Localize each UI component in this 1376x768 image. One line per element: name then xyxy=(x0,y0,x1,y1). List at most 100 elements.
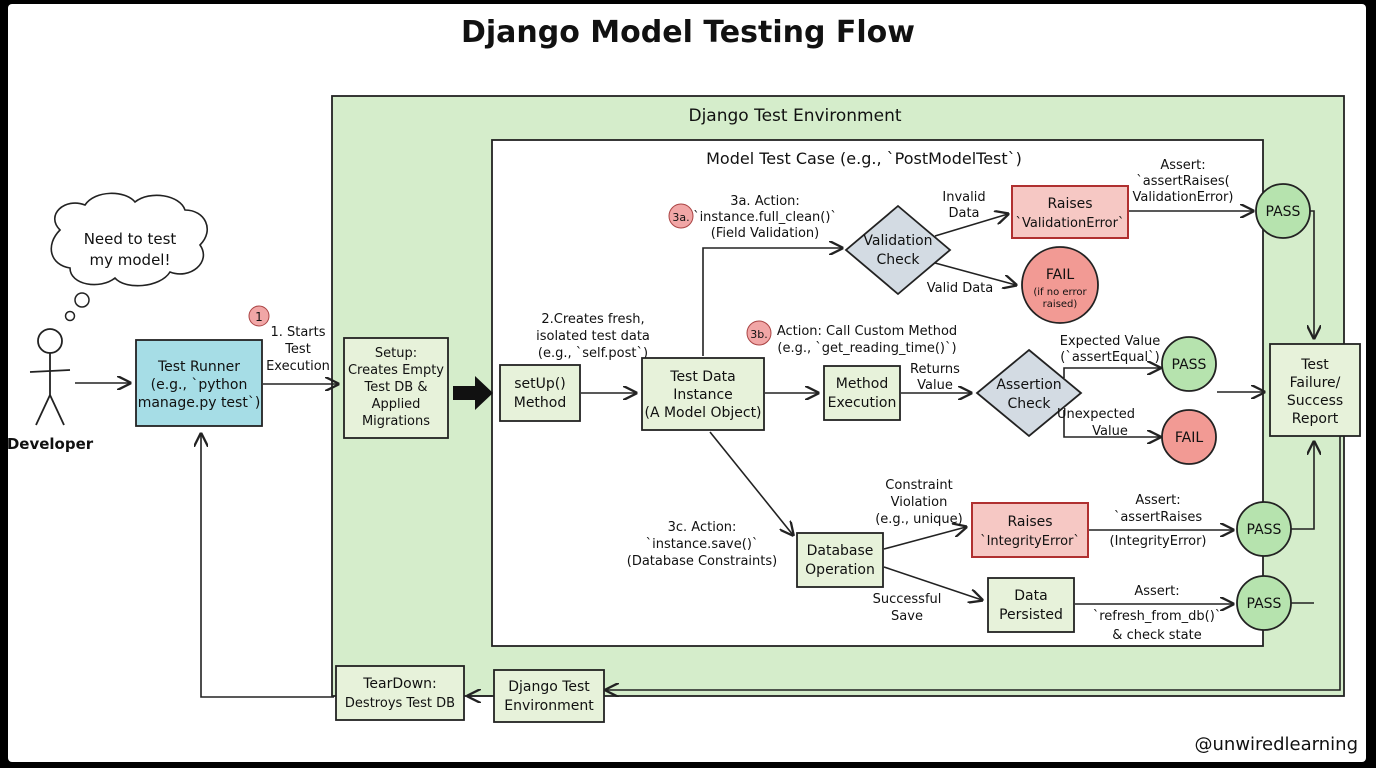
step-3b-badge xyxy=(746,320,772,346)
test-case-label: Model Test Case (e.g., `PostModelTest`) xyxy=(706,149,1022,168)
fail-label-2: FAIL xyxy=(1175,430,1203,446)
data-persisted-line-1: Data xyxy=(1014,588,1047,604)
step-1-badge xyxy=(248,305,270,327)
step-3c-line-3: (Database Constraints) xyxy=(627,554,777,569)
assert-raises-2-line-1: Assert: xyxy=(1135,493,1180,508)
step-3b-line-1: Action: Call Custom Method xyxy=(777,324,957,339)
diagram-title: Django Model Testing Flow xyxy=(461,15,915,50)
constraint-violation-line-2: Violation xyxy=(891,495,948,510)
test-data-line-3: (A Model Object) xyxy=(644,405,761,421)
thought-line-1: Need to test xyxy=(84,230,177,248)
fail-no-error-line-2: (if no error xyxy=(1033,287,1087,298)
assertion-check-line-1: Assertion xyxy=(996,377,1061,393)
returns-value-line-2: Value xyxy=(917,378,953,393)
teardown-box xyxy=(335,665,465,721)
step-1-line-1: 1. Starts xyxy=(270,325,325,340)
validation-check-line-2: Check xyxy=(876,252,920,268)
test-runner-line-3: manage.py test`) xyxy=(138,395,261,411)
step-3a-line-3: (Field Validation) xyxy=(711,226,819,241)
constraint-violation-line-3: (e.g., unique) xyxy=(875,512,963,527)
fail-no-error-line-1: FAIL xyxy=(1046,267,1074,283)
assert-raises-2-line-3: (IntegrityError) xyxy=(1110,534,1207,549)
pass-label-2: PASS xyxy=(1172,357,1207,373)
setup-line-4: Applied xyxy=(372,397,421,412)
step-3c-line-1: 3c. Action: xyxy=(668,520,737,535)
assert-raises-2-line-2: `assertRaises xyxy=(1114,510,1203,525)
returns-value-line-1: Returns xyxy=(910,362,960,377)
assert-raises-1-line-3: ValidationError) xyxy=(1133,190,1234,205)
successful-save-line-1: Successful xyxy=(873,592,942,607)
raises-validation-line-1: Raises xyxy=(1047,196,1092,212)
report-line-2: Failure/ xyxy=(1290,375,1341,391)
env-return-line-2: Environment xyxy=(504,698,594,714)
step-3a-badge xyxy=(668,203,694,229)
teardown-line-2: Destroys Test DB xyxy=(345,696,455,711)
step-3a-line-1: 3a. Action: xyxy=(730,194,800,209)
pass-label-1: PASS xyxy=(1266,204,1301,220)
developer-stick-figure-icon xyxy=(29,328,71,426)
data-persisted-box xyxy=(987,577,1075,633)
validation-check-diamond xyxy=(844,204,952,296)
thought-line-2: my model! xyxy=(90,251,171,269)
teardown-line-1: TearDown: xyxy=(362,676,437,692)
assert-refresh-line-3: & check state xyxy=(1112,628,1201,643)
step-3b-badge-text: 3b. xyxy=(750,328,767,341)
step-2-line-2: isolated test data xyxy=(536,329,650,344)
database-operation-line-1: Database xyxy=(807,543,874,559)
assert-refresh-line-1: Assert: xyxy=(1134,584,1179,599)
test-data-line-1: Test Data xyxy=(669,369,735,385)
invalid-data-line-1: Invalid xyxy=(942,190,985,205)
env-return-box xyxy=(493,669,605,723)
env-return-line-1: Django Test xyxy=(508,679,590,695)
step-1-line-3: Execution xyxy=(266,359,330,374)
setup-line-5: Migrations xyxy=(362,414,430,429)
step-2-line-3: (e.g., `self.post`) xyxy=(538,346,648,361)
test-runner-line-1: Test Runner xyxy=(157,359,240,375)
raises-integrity-line-1: Raises xyxy=(1007,514,1052,530)
method-execution-box xyxy=(823,365,901,421)
setup-method-box xyxy=(499,364,581,422)
test-data-box xyxy=(641,357,765,431)
step-3b-line-2: (e.g., `get_reading_time()`) xyxy=(777,341,956,356)
thought-bubble xyxy=(50,192,208,322)
big-arrow-icon xyxy=(453,376,493,410)
raises-validation-line-2: `ValidationError` xyxy=(1016,216,1125,231)
environment-label: Django Test Environment xyxy=(688,106,901,126)
watermark: @unwiredlearning xyxy=(1195,734,1358,755)
setup-box xyxy=(343,337,449,439)
assertion-check-line-2: Check xyxy=(1007,396,1051,412)
step-1-line-2: Test xyxy=(284,342,311,357)
assert-raises-1-line-2: `assertRaises( xyxy=(1136,174,1229,189)
setup-line-2: Creates Empty xyxy=(348,363,444,378)
expected-value-line-2: (`assertEqual`) xyxy=(1060,350,1159,365)
raises-validation-box xyxy=(1011,185,1129,239)
raises-integrity-box xyxy=(971,502,1089,558)
unexpected-value-line-1: Unexpected xyxy=(1057,407,1135,422)
constraint-violation-line-1: Constraint xyxy=(885,478,952,493)
fail-circle-2 xyxy=(1161,409,1217,465)
test-runner-box xyxy=(135,339,263,427)
report-line-3: Success xyxy=(1287,393,1343,409)
pass-label-4: PASS xyxy=(1247,596,1282,612)
assert-raises-1-line-1: Assert: xyxy=(1160,158,1205,173)
step-2-line-1: 2.Creates fresh, xyxy=(541,312,644,327)
valid-data-label: Valid Data xyxy=(927,281,994,296)
report-box xyxy=(1269,343,1361,437)
developer-label: Developer xyxy=(7,435,94,453)
validation-check-line-1: Validation xyxy=(863,233,932,249)
successful-save-line-2: Save xyxy=(891,609,923,624)
step-3a-badge-text: 3a. xyxy=(672,211,689,224)
test-data-line-2: Instance xyxy=(673,387,733,403)
test-runner-line-2: (e.g., `python xyxy=(151,377,248,393)
database-operation-box xyxy=(796,532,884,588)
expected-value-line-1: Expected Value xyxy=(1060,334,1160,349)
fail-no-error-line-3: raised) xyxy=(1043,299,1078,310)
step-3a-line-2: `instance.full_clean()` xyxy=(693,210,837,225)
report-line-4: Report xyxy=(1292,411,1339,427)
report-line-1: Test xyxy=(1300,357,1329,373)
method-execution-line-2: Execution xyxy=(828,395,897,411)
raises-integrity-line-2: `IntegrityError` xyxy=(980,534,1080,549)
step-1-badge-text: 1 xyxy=(255,310,263,324)
assertion-check-diamond xyxy=(975,348,1083,438)
